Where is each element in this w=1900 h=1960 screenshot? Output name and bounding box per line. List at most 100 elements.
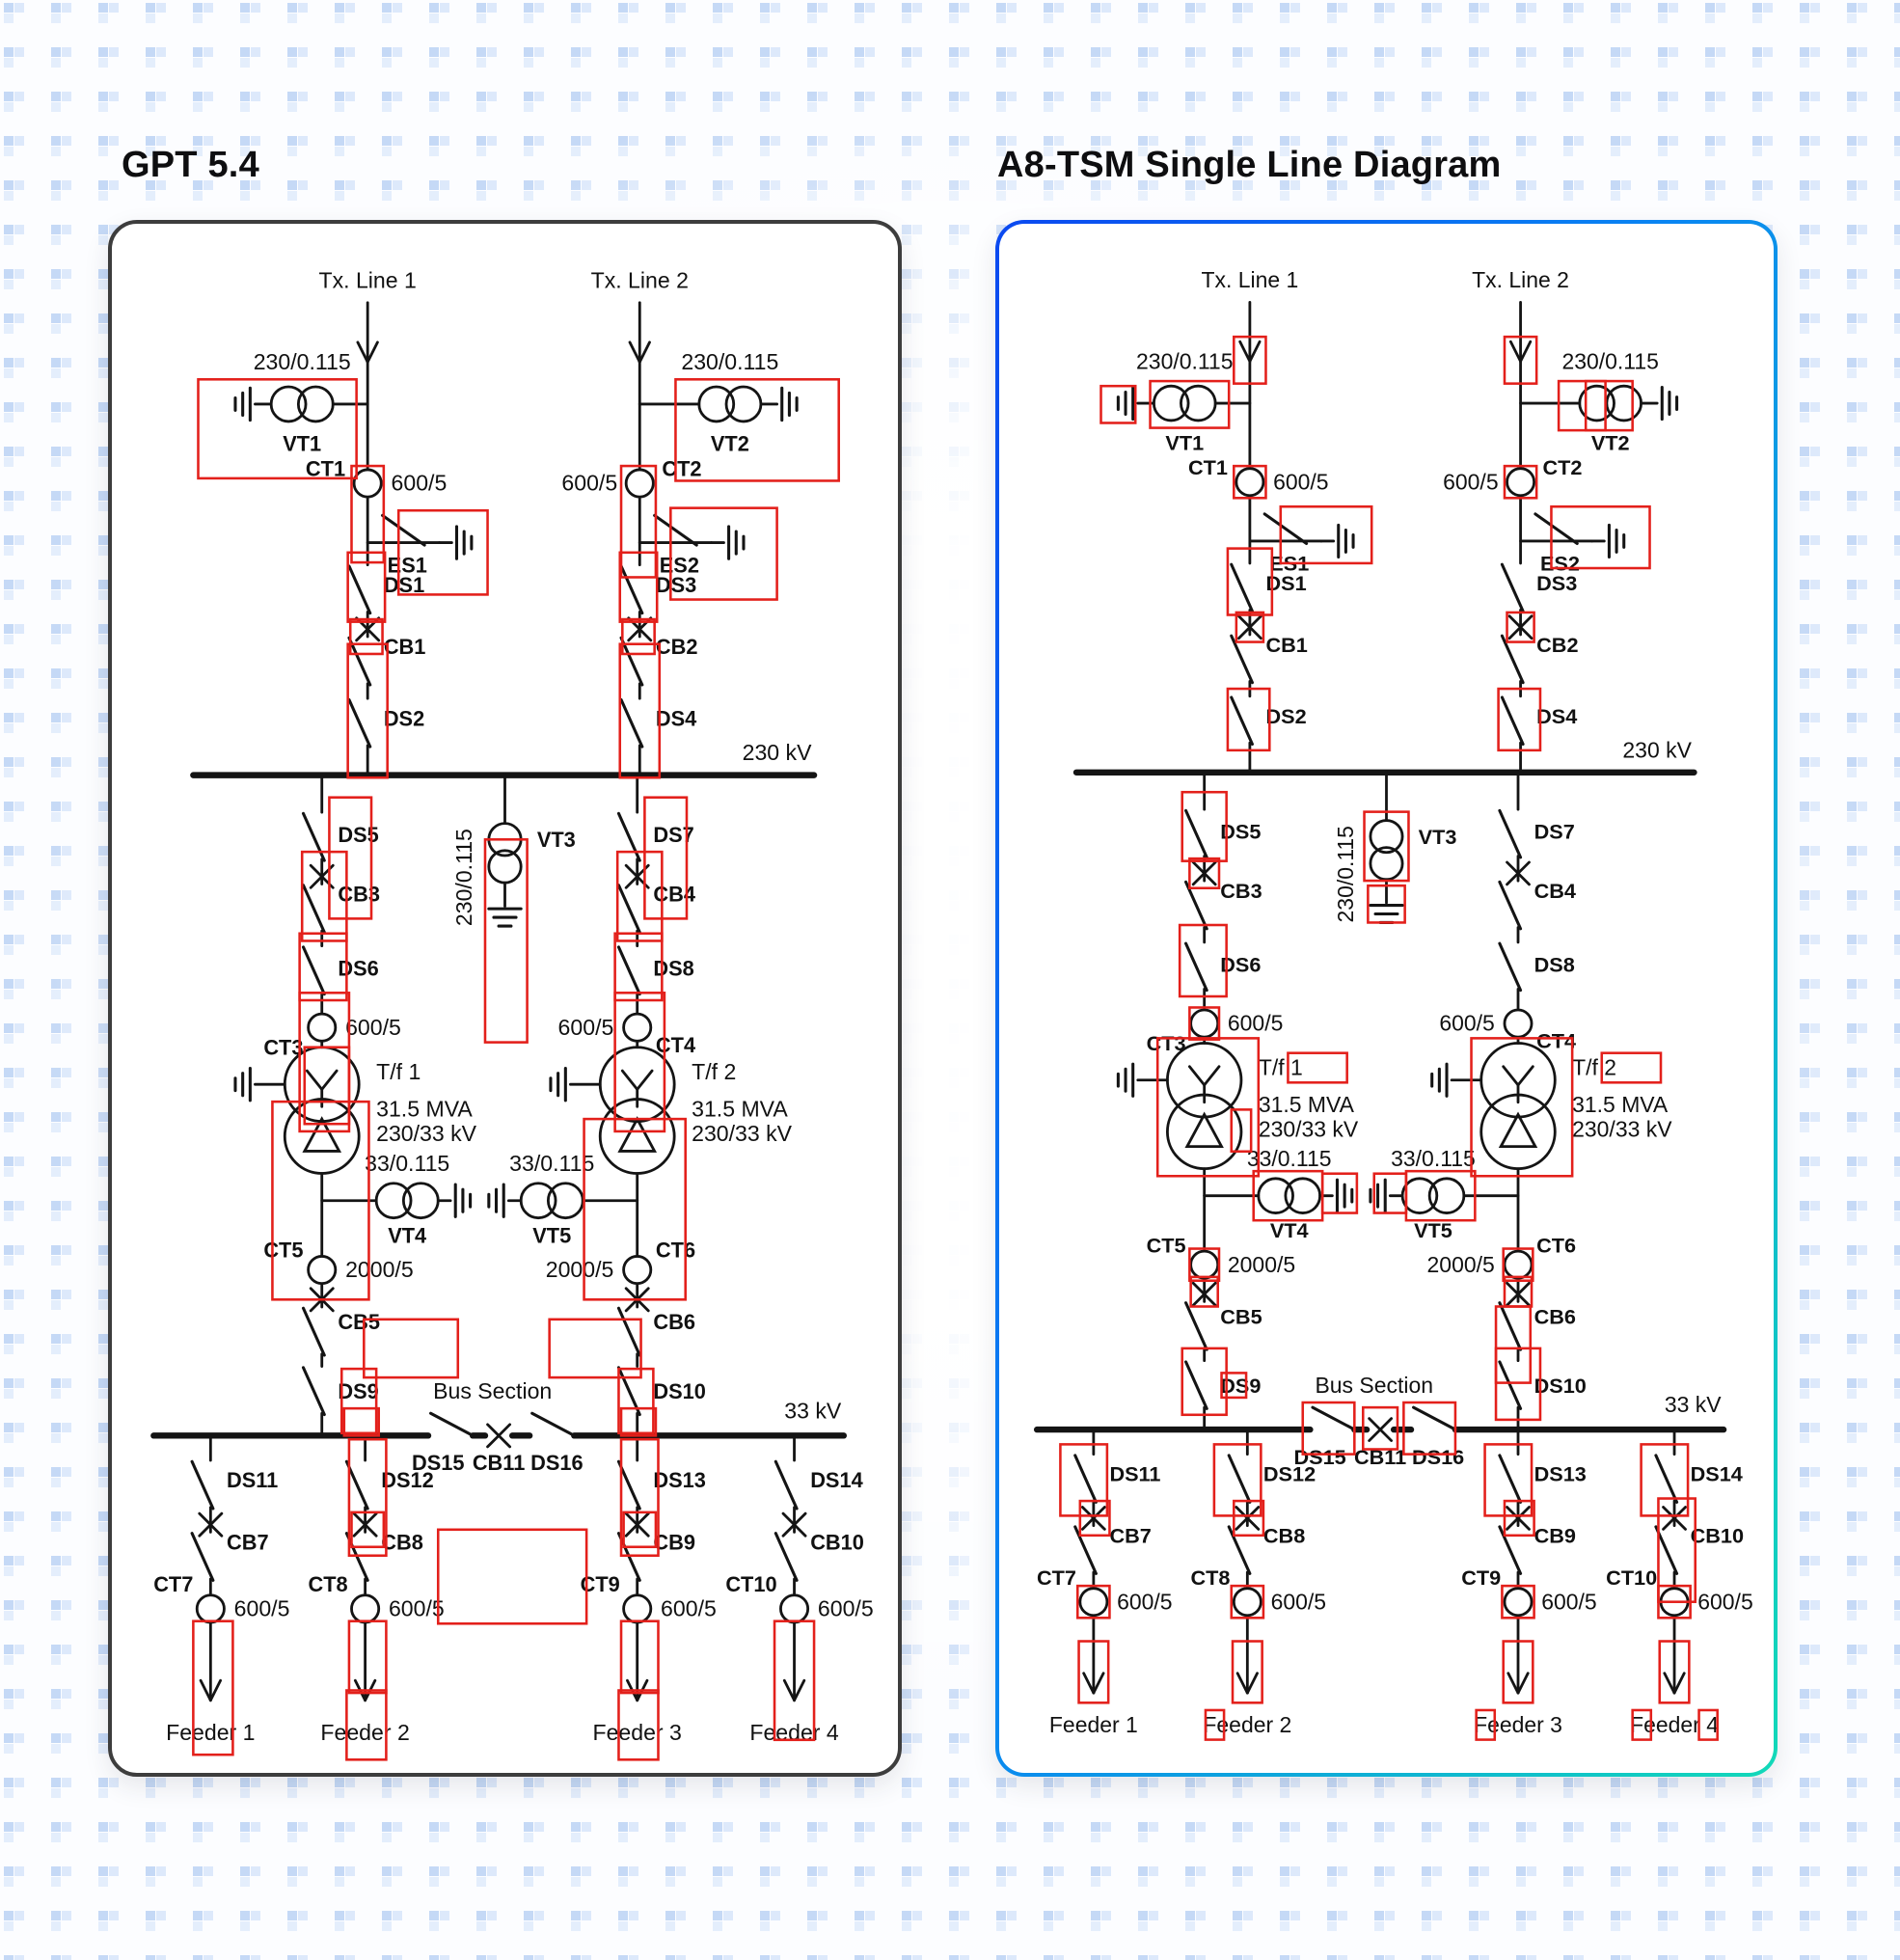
label-vt_lv_ratio: 33/0.115: [365, 1151, 449, 1176]
label-voltage: 230/33 kV: [1572, 1116, 1672, 1141]
detection-box: [350, 1511, 386, 1549]
detection-box: [621, 617, 656, 656]
wire: [1412, 1405, 1460, 1432]
label-10: DS11: [227, 1468, 278, 1492]
wire: [616, 1306, 641, 1357]
detection-box: [1657, 1497, 1697, 1603]
detection-box: [1557, 379, 1607, 432]
label-0: VT1: [1165, 431, 1204, 455]
label-6: CB7: [1109, 1523, 1151, 1547]
detection-box: [1189, 1275, 1219, 1308]
label-tf2: T/f 2: [1572, 1055, 1616, 1080]
wire: [1663, 1672, 1676, 1695]
detection-box: [298, 932, 348, 1002]
label-13: DS14: [1691, 1462, 1743, 1486]
label-1: CT2: [662, 456, 701, 480]
wire: [1235, 1672, 1249, 1695]
detection-box: [583, 1117, 687, 1301]
wire: [1073, 1454, 1098, 1504]
wire: [1519, 340, 1533, 364]
ct-circle: [1503, 1249, 1534, 1280]
detection-box: [1181, 1347, 1228, 1417]
wire: [356, 340, 369, 364]
ct-circle: [622, 1255, 653, 1286]
detection-box: [328, 796, 373, 920]
wire: [1500, 562, 1525, 613]
label-4: CB5: [338, 1310, 380, 1334]
label-ct_line_ratio: 600/5: [1273, 469, 1328, 494]
vt-circle: [519, 1182, 557, 1220]
detection-box: [1497, 687, 1542, 752]
wire: [1508, 340, 1522, 364]
detection-box: [1494, 1347, 1542, 1422]
transformer-lv-winding: [1479, 1093, 1557, 1171]
wire: [782, 1678, 796, 1702]
label-2: DS3: [1536, 571, 1577, 595]
detection-box: [622, 1511, 658, 1549]
wire: [1498, 880, 1523, 931]
label-13: DS14: [810, 1468, 863, 1492]
delta-symbol: [302, 1116, 342, 1153]
detection-box: [1320, 1172, 1359, 1214]
label-feeder-3: Feeder 3: [1474, 1712, 1562, 1737]
detection-box: [619, 1620, 660, 1695]
detection-box: [346, 551, 387, 623]
detection-box: [1550, 504, 1651, 570]
ct-circle: [307, 1255, 338, 1286]
wire: [619, 697, 644, 749]
wire: [1311, 1405, 1359, 1432]
ct-circle: [779, 1593, 810, 1624]
label-9: CB10: [1691, 1523, 1744, 1547]
label-7: DS8: [1534, 952, 1575, 976]
label-vt_hv_ratio: 230/0.115: [681, 349, 778, 374]
label-vt_hv_ratio: 230/0.115: [1561, 348, 1658, 373]
detection-box: [1059, 1443, 1109, 1517]
wire: [301, 1366, 326, 1417]
label-0: ES1: [388, 553, 427, 577]
wire: [347, 564, 372, 615]
label-rating: 31.5 MVA: [692, 1097, 788, 1122]
label-7: DS8: [653, 956, 693, 980]
vt-circle: [1400, 1177, 1439, 1214]
detection-box: [1226, 687, 1271, 752]
wire: [301, 884, 326, 935]
detection-box: [1077, 1640, 1110, 1704]
detection-box: [1204, 1708, 1226, 1741]
detection-box: [1075, 1584, 1111, 1620]
label-0: VT1: [283, 432, 321, 456]
label-feeder-1: Feeder 1: [166, 1720, 255, 1745]
label-1: ES2: [660, 553, 699, 577]
delta-symbol: [1184, 1111, 1224, 1149]
detection-box: [1149, 379, 1231, 429]
detection-box: [1658, 1640, 1691, 1704]
wire: [1498, 1525, 1523, 1575]
vt2-circle: [1578, 384, 1615, 422]
label-ct_line_ratio: 600/5: [389, 1596, 445, 1621]
wire: [530, 1411, 579, 1439]
wire: [199, 1678, 212, 1702]
detection-box: [617, 1689, 660, 1761]
ct-circle: [195, 1593, 226, 1624]
wire: [1498, 1454, 1523, 1504]
label-0: CB1: [384, 635, 426, 659]
ct-circle: [307, 1012, 338, 1043]
label-rating: 31.5 MVA: [1259, 1092, 1355, 1117]
label-14: DS15: [412, 1451, 465, 1475]
label-vt3-ratio: 230/0.115: [451, 829, 476, 926]
vt1-circle: [1152, 384, 1190, 422]
wire: [1080, 1506, 1106, 1531]
detection-box: [345, 1689, 388, 1761]
wire: [620, 1069, 639, 1091]
label-voltage: 230/33 kV: [1259, 1116, 1359, 1141]
label-2: DS3: [656, 573, 696, 597]
label-10: DS11: [1109, 1462, 1160, 1486]
detection-box: [363, 1318, 460, 1379]
wire: [616, 811, 641, 862]
detection-box: [1220, 1372, 1248, 1400]
detection-box: [773, 1620, 816, 1742]
wire: [1082, 1672, 1096, 1695]
label-voltage: 230/33 kV: [692, 1121, 793, 1146]
wire: [638, 340, 651, 364]
